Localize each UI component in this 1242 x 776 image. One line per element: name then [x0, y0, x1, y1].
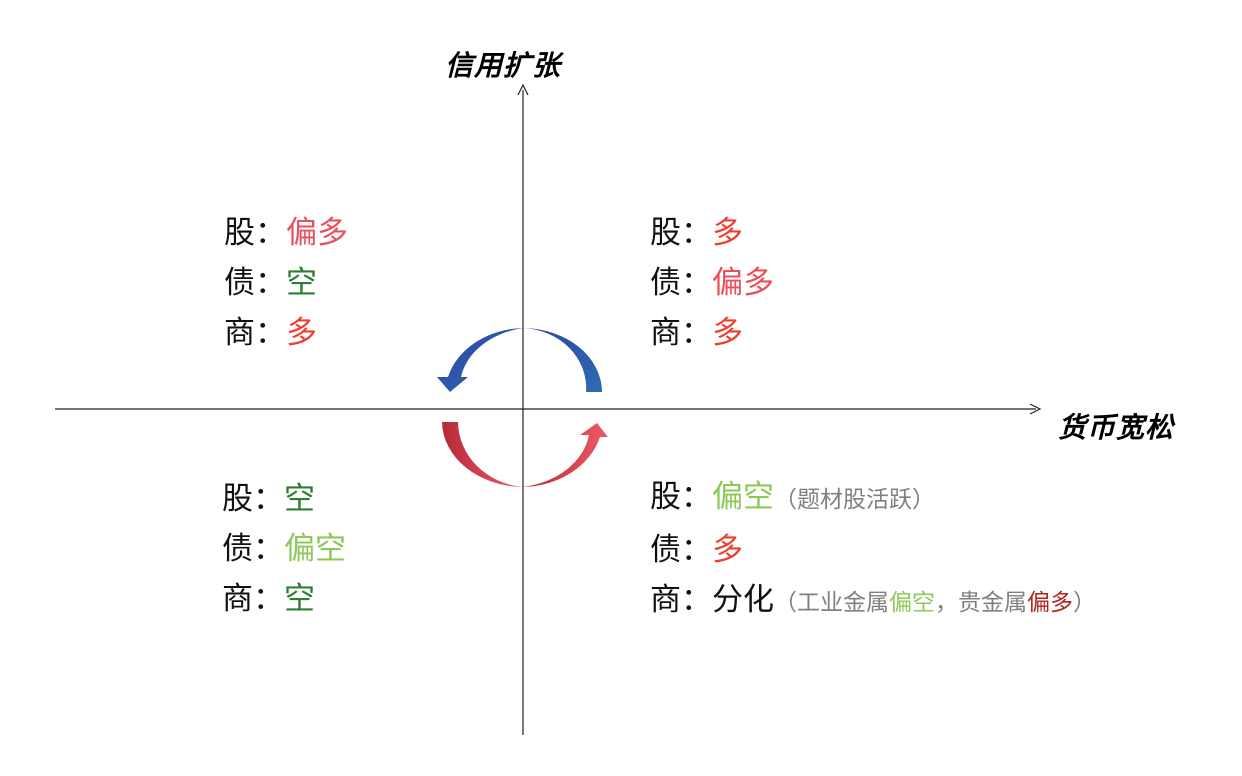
- commodity-value: 分化: [712, 582, 774, 618]
- y-axis-title: 信用扩张: [445, 49, 562, 82]
- commodity-row: 商：分化（工业金属偏空，贵金属偏多）: [650, 575, 1096, 628]
- stock-row: 股：偏多: [224, 208, 348, 258]
- quadrant-top-left: 股：偏多 债：空 商：多: [224, 208, 348, 358]
- commodity-value: 多: [286, 315, 317, 351]
- bond-value: 多: [712, 532, 743, 568]
- stock-row: 股：多: [650, 208, 774, 258]
- bond-value: 偏多: [712, 265, 774, 301]
- stock-value: 多: [712, 215, 743, 251]
- commodity-value: 多: [712, 315, 743, 351]
- commodity-label: 商：: [224, 315, 286, 351]
- bond-value: 偏空: [284, 531, 346, 567]
- bond-row: 债：偏空: [222, 524, 346, 574]
- bond-label: 债：: [224, 265, 286, 301]
- stock-label: 股：: [650, 215, 712, 251]
- commodity-row: 商：多: [650, 308, 774, 358]
- note-precious-value: 偏多: [1027, 590, 1073, 616]
- note-mid: ，贵金属: [935, 590, 1027, 616]
- bond-label: 债：: [650, 532, 712, 568]
- stock-label: 股：: [650, 479, 712, 515]
- note-close: ）: [1073, 590, 1096, 616]
- blue-arrow-left: [437, 328, 523, 392]
- note-open: （工业金属: [774, 590, 889, 616]
- bond-row: 债：偏多: [650, 258, 774, 308]
- quadrant-top-right: 股：多 债：偏多 商：多: [650, 208, 774, 358]
- bond-label: 债：: [650, 265, 712, 301]
- stock-row: 股：空: [222, 474, 346, 524]
- commodity-label: 商：: [650, 582, 712, 618]
- commodity-value: 空: [284, 581, 315, 617]
- stock-note: （题材股活跃）: [774, 487, 935, 513]
- stock-label: 股：: [222, 481, 284, 517]
- commodity-row: 商：多: [224, 308, 348, 358]
- bond-row: 债：多: [650, 525, 1096, 575]
- note-industrial-value: 偏空: [889, 590, 935, 616]
- red-arrow-right: [523, 423, 608, 487]
- y-axis-arrowhead: [517, 83, 529, 96]
- stock-value: 空: [284, 481, 315, 517]
- commodity-label: 商：: [222, 581, 284, 617]
- stock-value: 偏多: [286, 215, 348, 251]
- commodity-row: 商：空: [222, 574, 346, 624]
- stock-label: 股：: [224, 215, 286, 251]
- x-axis-title: 货币宽松: [1058, 411, 1175, 444]
- bond-value: 空: [286, 265, 317, 301]
- stock-value: 偏空: [712, 479, 774, 515]
- commodity-note: （工业金属偏空，贵金属偏多）: [774, 590, 1096, 616]
- red-arc-left: [442, 422, 523, 487]
- stock-row: 股：偏空（题材股活跃）: [650, 472, 1096, 525]
- x-axis-arrowhead: [1029, 403, 1042, 415]
- commodity-label: 商：: [650, 315, 712, 351]
- blue-arc-right: [523, 328, 602, 392]
- bond-row: 债：空: [224, 258, 348, 308]
- quadrant-bottom-right: 股：偏空（题材股活跃） 债：多 商：分化（工业金属偏空，贵金属偏多）: [650, 472, 1096, 628]
- quadrant-bottom-left: 股：空 债：偏空 商：空: [222, 474, 346, 624]
- bond-label: 债：: [222, 531, 284, 567]
